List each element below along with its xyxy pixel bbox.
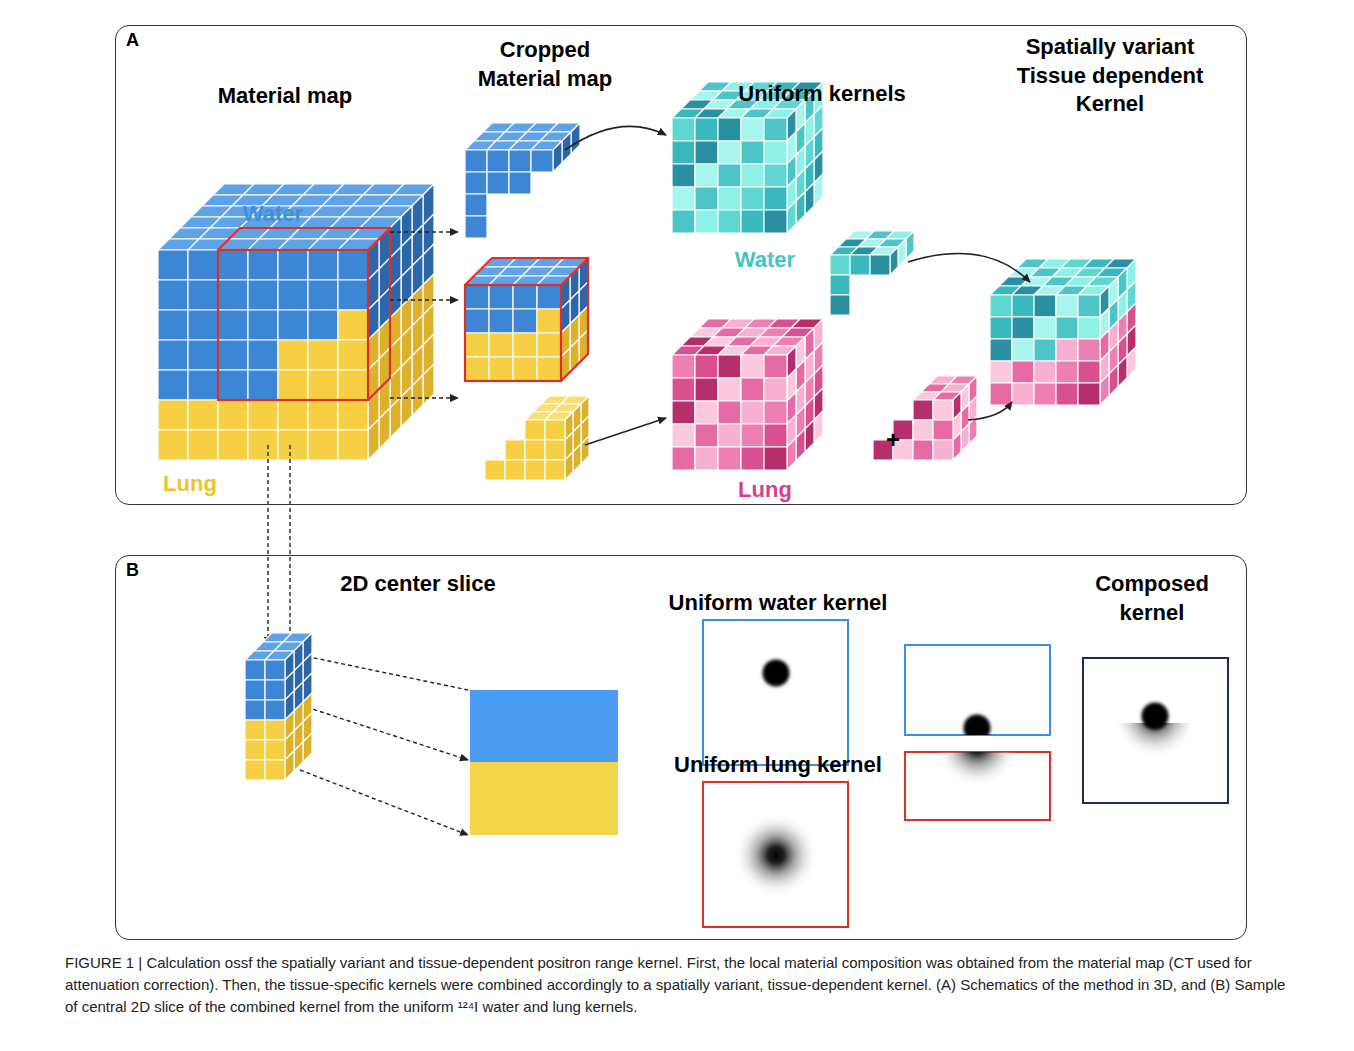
column-heading: Spatially variant Tissue dependent Kerne… <box>995 33 1225 119</box>
crop-outline <box>218 228 588 400</box>
column-heading: Uniform kernels <box>712 80 932 109</box>
material-label: Lung <box>140 470 240 499</box>
dashed-leader <box>268 445 468 835</box>
lung-kernel-box <box>703 782 848 927</box>
kernel-blob <box>935 752 1019 787</box>
material-label: Water <box>223 200 323 229</box>
water-kernel-box <box>703 620 848 765</box>
kernel-blob <box>962 713 992 735</box>
slice-slab <box>245 633 312 780</box>
kernel-blob <box>734 813 818 897</box>
kernel-blob <box>1140 701 1170 731</box>
kernel-blob <box>761 658 791 688</box>
lung-region <box>470 762 618 835</box>
panel-letter: A <box>126 30 139 51</box>
column-heading: Material map <box>175 82 395 111</box>
water-region <box>470 690 618 762</box>
kernel-heading: Uniform lung kernel <box>648 751 908 780</box>
kernel-heading: Composed kernel <box>1072 570 1232 627</box>
plus-sign: + <box>873 424 913 455</box>
kernel-label: Water <box>715 246 815 275</box>
figure-caption: FIGURE 1 | Calculation ossf the spatiall… <box>65 952 1290 1017</box>
voxel-cubes <box>158 82 1136 480</box>
kernel-blob <box>1113 723 1197 758</box>
column-heading: Cropped Material map <box>460 36 630 93</box>
composed-kernel-box <box>1083 658 1228 803</box>
kernel-label: Lung <box>715 476 815 505</box>
panel-letter: B <box>126 560 139 581</box>
kernel-heading: Uniform water kernel <box>648 589 908 618</box>
column-heading: 2D center slice <box>308 570 528 599</box>
curved-arrow <box>565 126 1030 445</box>
dashed-arrow <box>390 232 458 398</box>
